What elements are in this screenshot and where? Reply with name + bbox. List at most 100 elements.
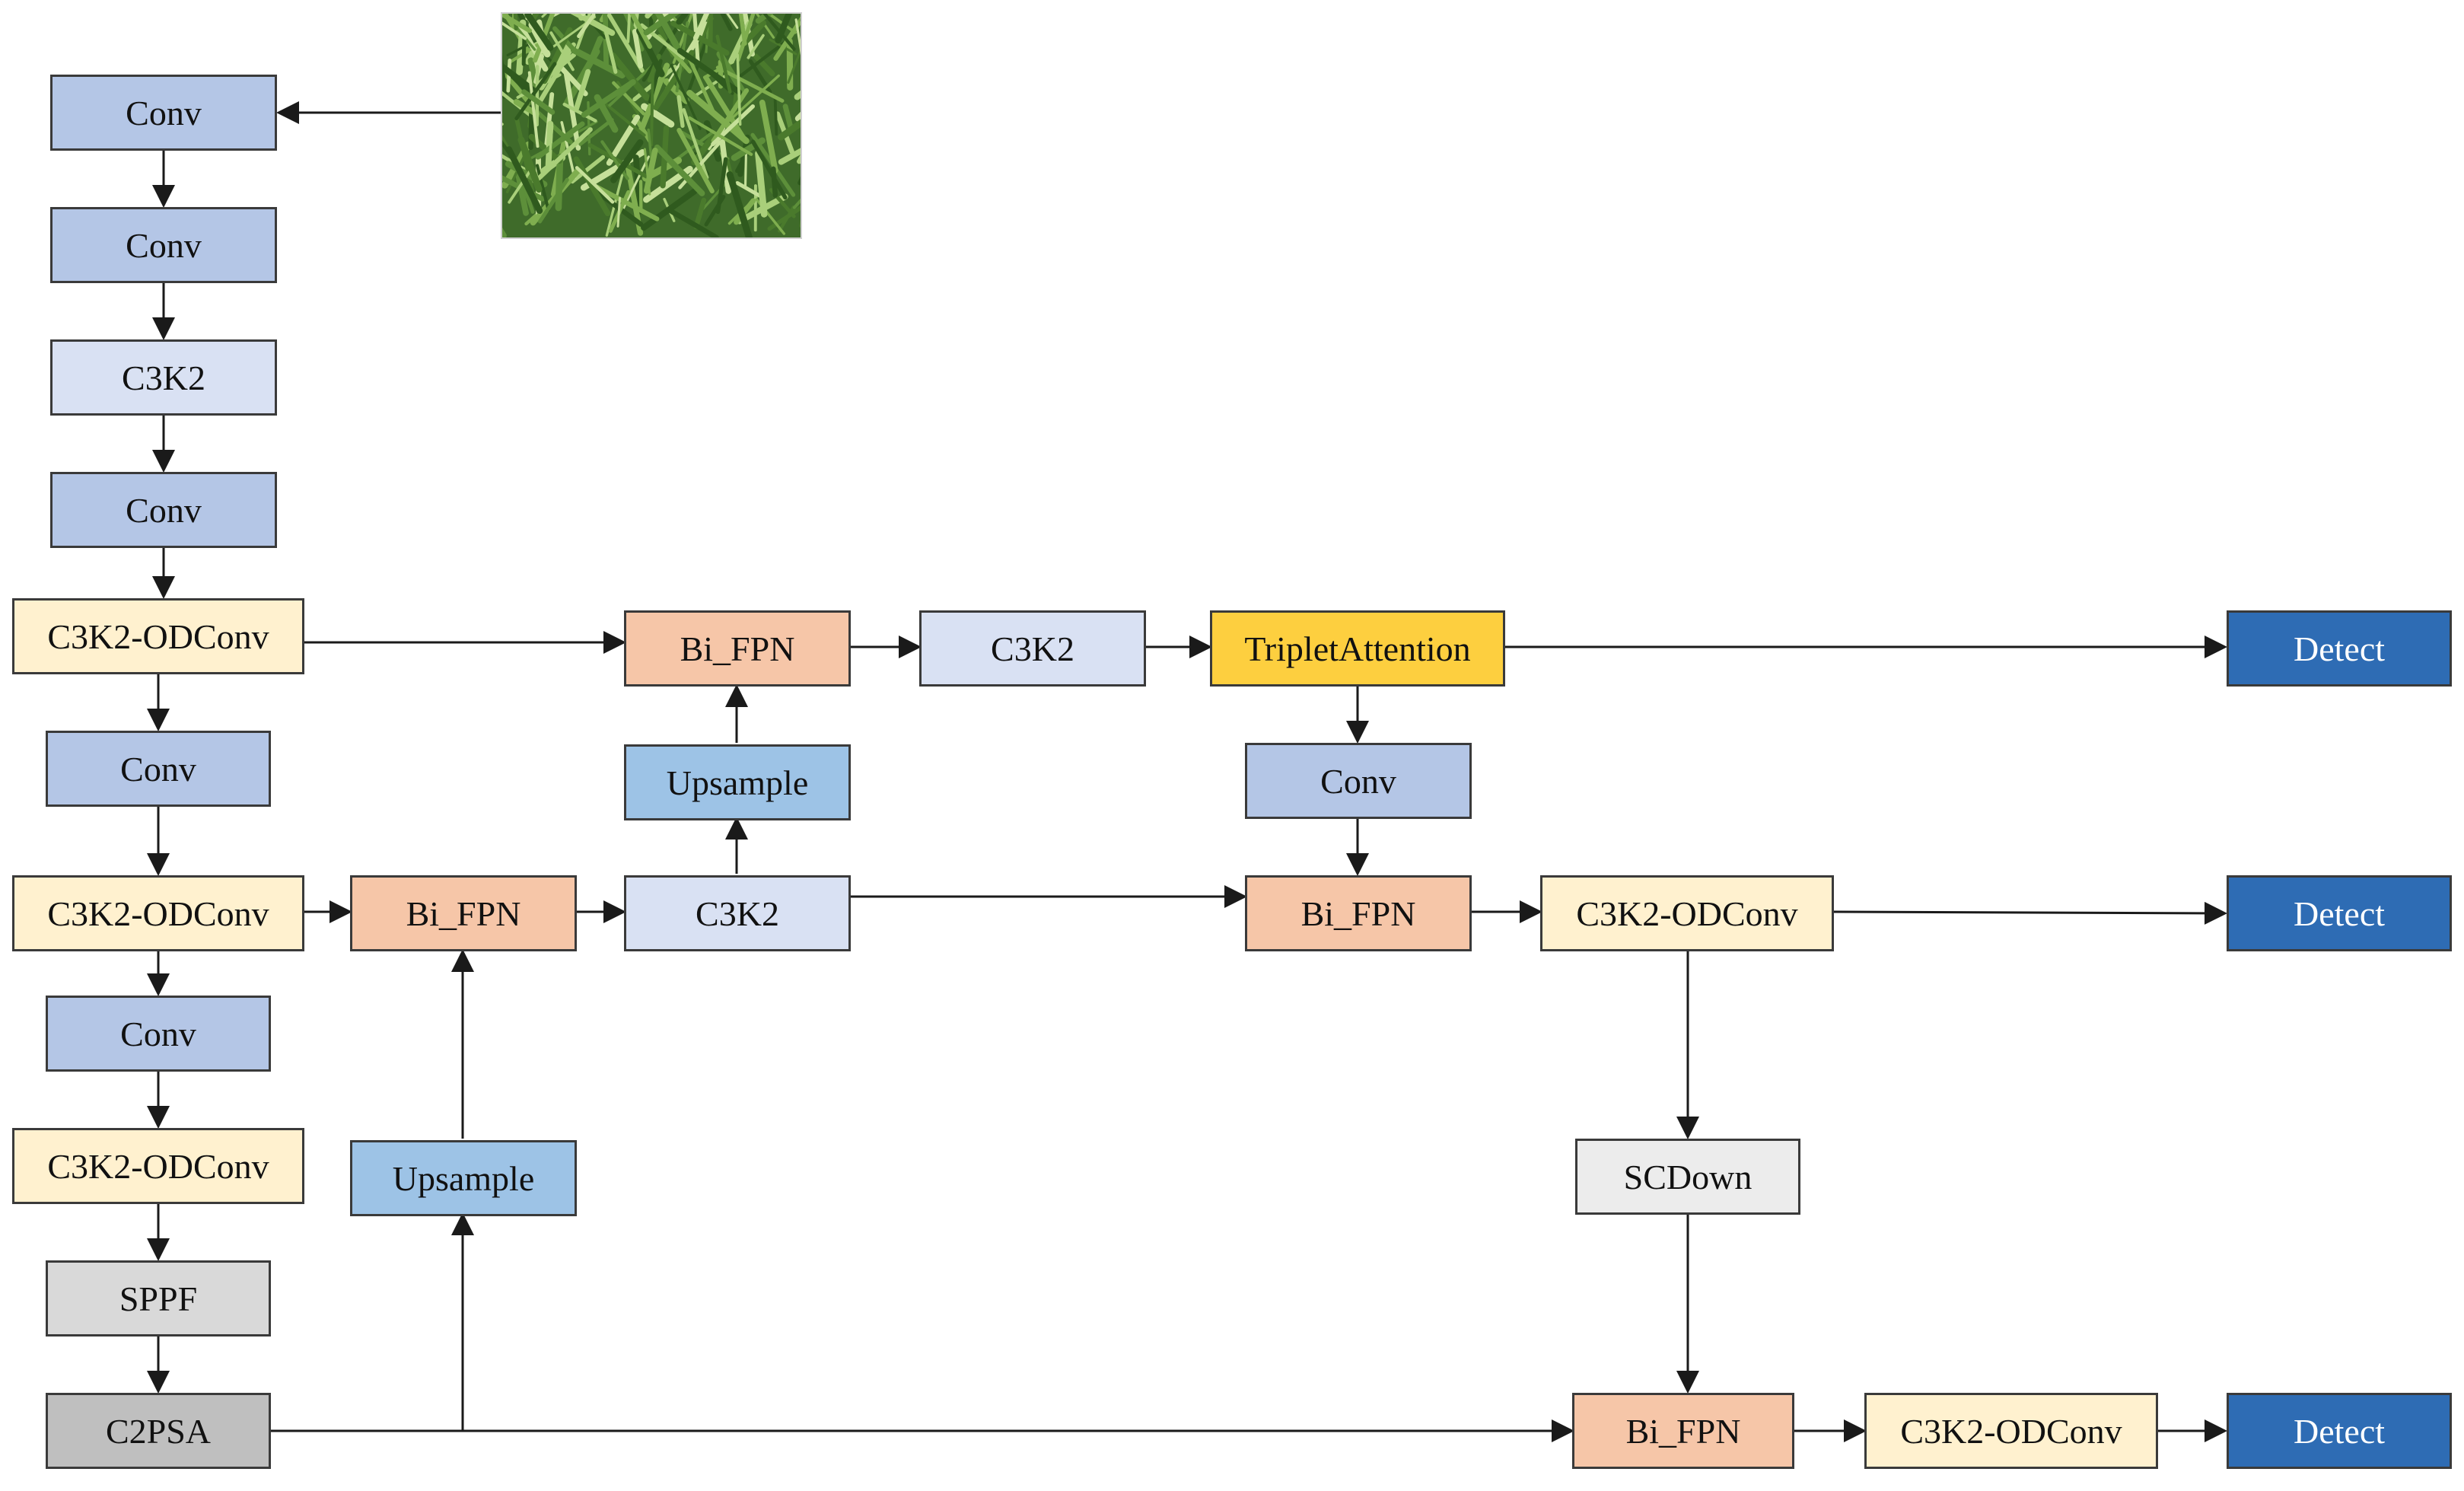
grass-blade (502, 14, 532, 33)
bifpn-mid-left: Bi_FPN (350, 875, 577, 951)
grass-blade (591, 187, 644, 227)
grass-blade (610, 139, 644, 183)
grass-blade (736, 14, 756, 62)
wheat-field-photo (501, 12, 802, 239)
grass-blade (578, 118, 614, 146)
detect-mid: Detect (2227, 875, 2452, 951)
grass-blade (505, 146, 543, 215)
grass-blade (715, 34, 732, 94)
grass-blade (600, 140, 629, 180)
grass-blade (691, 132, 718, 166)
grass-blade (570, 14, 616, 37)
grass-blade (629, 14, 652, 49)
conv-3: Conv (50, 472, 277, 548)
upsample-low: Upsample (350, 1140, 577, 1216)
c3k2-odconv-mid: C3K2-ODConv (1540, 875, 1834, 951)
grass-blade (626, 14, 632, 43)
grass-blade (533, 14, 556, 63)
grass-blade (687, 57, 718, 117)
wheat-field-photo-icon (502, 14, 801, 237)
grass-blade (670, 64, 702, 130)
grass-blade (502, 53, 508, 99)
grass-blade (773, 97, 778, 136)
grass-blade (747, 33, 765, 59)
grass-blade (676, 14, 689, 25)
grass-blade (676, 128, 715, 194)
grass-blade (581, 78, 636, 118)
grass-blade (799, 219, 801, 228)
grass-blade (573, 156, 611, 217)
grass-blade (549, 31, 575, 72)
c2psa: C2PSA (46, 1393, 271, 1469)
grass-blade (775, 14, 793, 44)
c3k2-odconv-1: C3K2-ODConv (12, 598, 304, 674)
conv-4: Conv (46, 731, 271, 807)
grass-blade (653, 49, 695, 110)
c3k2-mid: C3K2 (624, 875, 851, 951)
grass-blade (778, 119, 801, 141)
grass-blade (736, 53, 742, 126)
grass-blade (549, 125, 554, 152)
grass-blade (778, 148, 801, 165)
grass-blade (508, 167, 533, 204)
c3k2-odconv-3: C3K2-ODConv (12, 1128, 304, 1204)
grass-blade (535, 164, 550, 212)
grass-blade (502, 21, 527, 40)
grass-blade (632, 155, 643, 215)
c3k2-odconv-2: C3K2-ODConv (12, 875, 304, 951)
grass-blade (643, 14, 680, 36)
grass-blade (693, 197, 707, 230)
grass-blade (726, 171, 753, 237)
grass-blade (778, 205, 795, 233)
grass-blade (536, 42, 576, 105)
detect-top: Detect (2227, 610, 2452, 687)
conv-1: Conv (50, 75, 277, 151)
triplet-attention: TripletAttention (1210, 610, 1505, 687)
grass-blade (750, 139, 788, 200)
grass-blade (692, 14, 710, 41)
grass-blade (570, 155, 606, 184)
grass-blade (755, 150, 768, 218)
grass-blade (555, 153, 564, 212)
grass-blade (759, 99, 778, 174)
sppf: SPPF (46, 1260, 271, 1336)
grass-blade (588, 36, 603, 64)
c3k2-odconv-bottom: C3K2-ODConv (1864, 1393, 2158, 1469)
grass-blade (676, 95, 685, 128)
grass-blade (524, 14, 554, 51)
grass-blade (687, 116, 753, 156)
grass-blade (513, 14, 518, 31)
arrow-odconv-mid-to-detect-mid (1833, 901, 2227, 925)
grass-blade (731, 137, 766, 161)
upsample-mid: Upsample (624, 744, 851, 820)
grass-blade (755, 14, 774, 24)
grass-blade (562, 102, 597, 123)
grass-blade (610, 53, 651, 101)
grass-blade (612, 81, 646, 116)
grass-blade (753, 53, 775, 77)
detect-bottom: Detect (2227, 1393, 2452, 1469)
grass-blade (577, 14, 596, 39)
conv-mid: Conv (1245, 743, 1472, 819)
grass-blade (521, 89, 556, 115)
grass-blade (648, 14, 654, 28)
grass-blade (575, 166, 615, 204)
grass-blade (606, 14, 645, 73)
c3k2-backbone: C3K2 (50, 339, 277, 416)
grass-blade (643, 147, 658, 194)
grass-blade (535, 121, 585, 160)
grass-blade (527, 71, 540, 148)
grass-blade (708, 14, 713, 46)
grass-blade (720, 14, 733, 31)
grass-blade (536, 127, 593, 181)
grass-blade (711, 104, 756, 147)
grass-blade (670, 20, 730, 56)
grass-blade (535, 65, 540, 127)
grass-blade (654, 144, 705, 196)
grass-blade (773, 16, 801, 61)
grass-blade (502, 62, 540, 96)
bifpn-top: Bi_FPN (624, 610, 851, 687)
grass-blade (587, 142, 649, 179)
conv-2: Conv (50, 207, 277, 283)
